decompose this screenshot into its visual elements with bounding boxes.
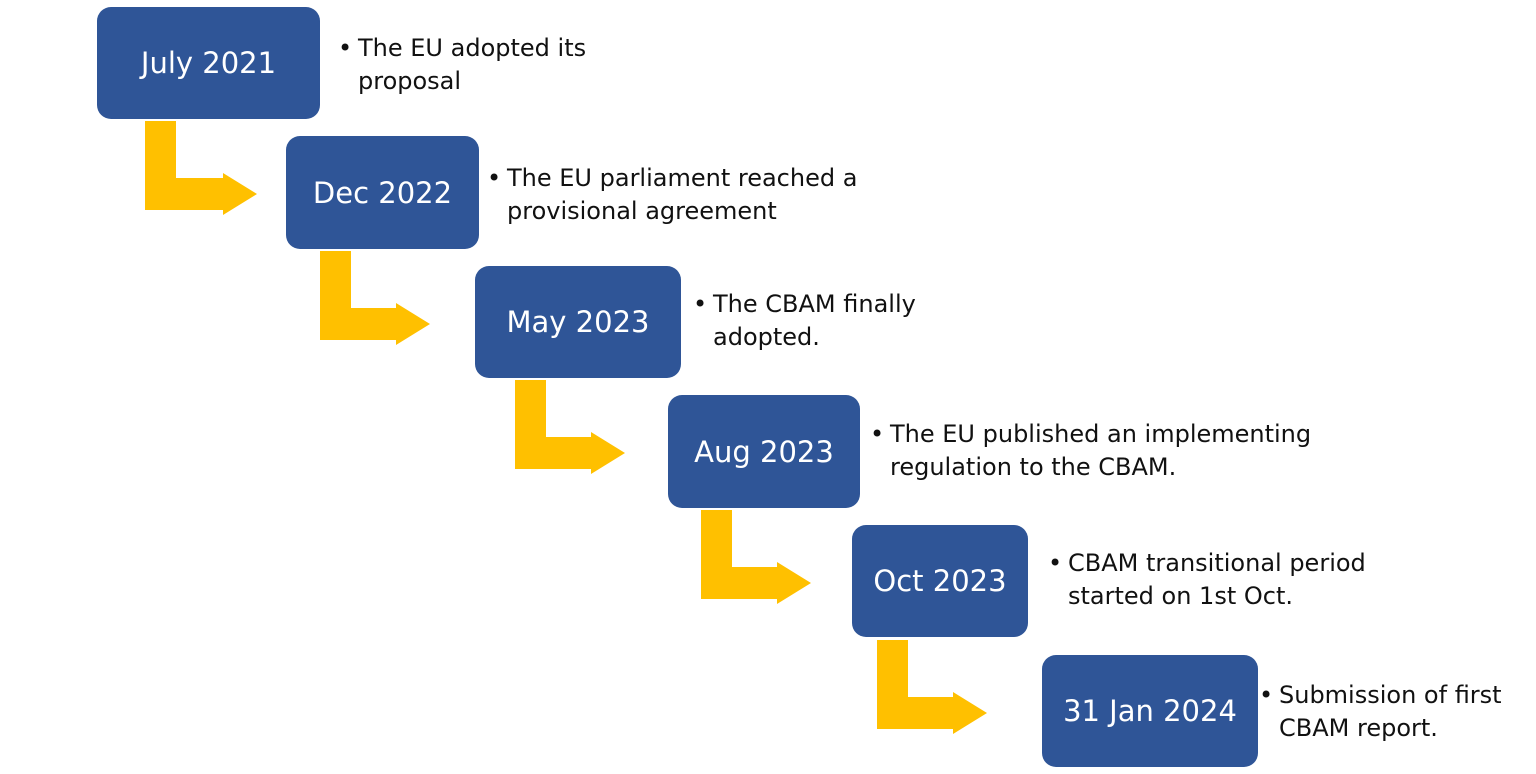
milestone-date: 31 Jan 2024	[1063, 694, 1237, 728]
milestone-description-text: The EU published an implementing regulat…	[890, 420, 1312, 481]
milestone-description: •The CBAM finally adopted.	[693, 288, 973, 354]
bent-arrow-right-icon	[145, 121, 257, 215]
milestone-date: Aug 2023	[694, 434, 834, 469]
bullet-icon: •	[487, 164, 502, 192]
bullet-icon: •	[1259, 681, 1274, 709]
milestone-date-box: May 2023	[475, 266, 681, 378]
milestone-date-box: Oct 2023	[852, 525, 1028, 637]
bullet-icon: •	[693, 290, 708, 318]
milestone-description: •The EU parliament reached a provisional…	[487, 162, 887, 228]
milestone-date: Dec 2022	[312, 175, 453, 210]
milestone-description: •The EU adopted its proposal	[338, 32, 588, 98]
milestone-date: Oct 2023	[873, 564, 1007, 598]
milestone-description-text: The EU parliament reached a provisional …	[507, 164, 858, 225]
milestone-date-box: Dec 2022	[286, 136, 479, 249]
milestone-date-box: Aug 2023	[668, 395, 860, 508]
milestone-description: •CBAM transitional period started on 1st…	[1048, 547, 1428, 613]
bent-arrow-right-icon	[320, 251, 430, 345]
bent-arrow-right-icon	[515, 380, 625, 474]
milestone-date: May 2023	[506, 305, 650, 339]
bullet-icon: •	[338, 34, 353, 62]
milestone-description: •The EU published an implementing regula…	[870, 418, 1390, 484]
milestone-description-text: The EU adopted its proposal	[358, 34, 587, 95]
milestone-date: July 2021	[140, 46, 277, 80]
milestone-description-text: CBAM transitional period started on 1st …	[1068, 549, 1366, 610]
bent-arrow-right-icon	[877, 640, 987, 734]
bullet-icon: •	[1048, 549, 1063, 577]
bent-arrow-right-icon	[701, 510, 811, 604]
milestone-description-text: Submission of first CBAM report.	[1279, 681, 1502, 742]
milestone-description-text: The CBAM finally adopted.	[713, 290, 916, 351]
milestone-date-box: July 2021	[97, 7, 320, 119]
milestone-description: •Submission of first CBAM report.	[1259, 679, 1536, 745]
bullet-icon: •	[870, 420, 885, 448]
milestone-date-box: 31 Jan 2024	[1042, 655, 1258, 767]
